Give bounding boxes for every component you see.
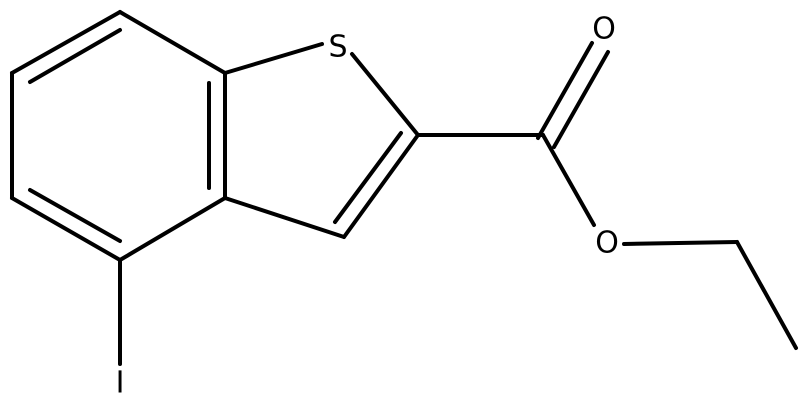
bond-c7-c6 bbox=[10, 10, 122, 75]
bond-oester-ch2 bbox=[622, 240, 739, 246]
sulfur-atom-label: S bbox=[328, 30, 347, 65]
bond-c7a-s1 bbox=[223, 42, 324, 75]
bond-carbonyl-o-b bbox=[552, 50, 610, 149]
bond-carbonyl-oester bbox=[541, 133, 596, 227]
carbonyl-oxygen-label: O bbox=[592, 12, 616, 47]
bond-ch2-ch3 bbox=[735, 240, 798, 350]
bond-s1-c2 bbox=[350, 52, 420, 137]
bond-c5-c4-inner bbox=[28, 188, 122, 243]
bond-c2-c3 bbox=[342, 133, 420, 239]
atom-labels: S O O I bbox=[116, 12, 619, 401]
bond-c2-c3-inner bbox=[333, 131, 403, 224]
bond-carbonyl-o-a bbox=[536, 41, 594, 140]
bond-c5-c4 bbox=[10, 196, 122, 262]
iodine-atom-label: I bbox=[116, 366, 125, 401]
bond-c7-c6-inner bbox=[28, 28, 122, 84]
ester-oxygen-label: O bbox=[595, 226, 619, 261]
bond-c4-c3a bbox=[118, 196, 227, 262]
bonds bbox=[10, 10, 798, 366]
bond-c3-c3a bbox=[223, 196, 346, 239]
bond-c7a-c7 bbox=[118, 10, 227, 75]
